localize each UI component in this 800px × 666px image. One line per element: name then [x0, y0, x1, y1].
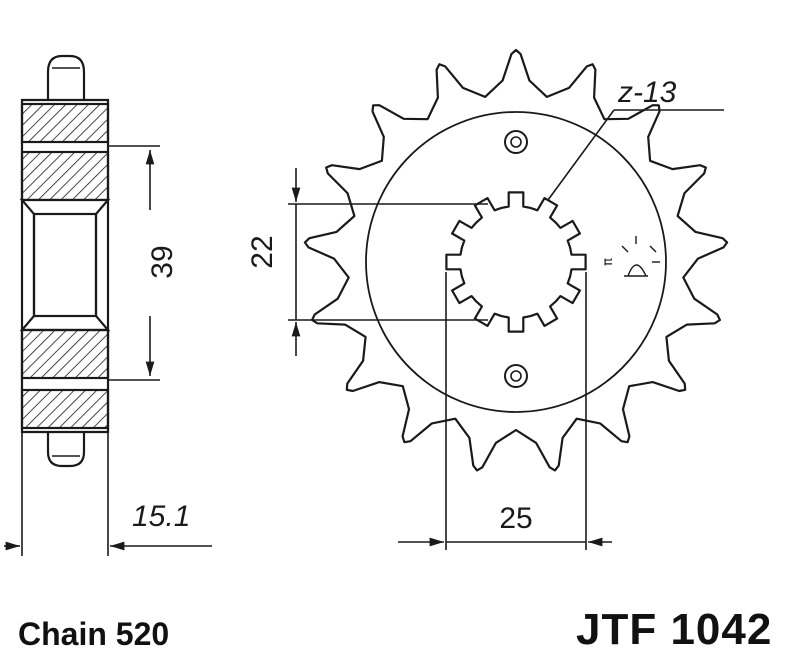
surface-symbol-label: π — [601, 258, 616, 266]
sprocket-front-view: π — [303, 48, 729, 472]
spline-diameter-dimension — [398, 272, 612, 550]
width-dimension — [4, 432, 212, 556]
teeth-count-leader — [547, 109, 724, 201]
top-hatched-section — [20, 102, 110, 144]
bottom-hatched-section — [20, 388, 110, 430]
spline-diameter-label: 25 — [499, 502, 532, 535]
inner-diameter-label: 22 — [246, 235, 279, 268]
spline-bore-outline — [445, 191, 587, 333]
sprocket-tooth-outline — [303, 48, 729, 472]
sprocket-side-section-view — [19, 54, 111, 468]
upper-hatched-section — [20, 150, 110, 202]
bolt-distance-label: 39 — [146, 245, 179, 278]
bottom-tooth-profile — [46, 432, 86, 468]
inner-diameter-dimension — [288, 168, 488, 356]
part-number-label: JTF 1042 — [576, 605, 773, 654]
top-mounting-hole — [504, 130, 528, 154]
bolt-distance-dimension — [108, 145, 160, 381]
teeth-count-label: z-13 — [617, 76, 677, 109]
pitch-circle — [365, 111, 667, 413]
top-tooth-profile — [46, 54, 86, 100]
surface-finish-symbol — [621, 236, 660, 277]
lower-hatched-section — [20, 328, 110, 380]
bottom-mounting-hole — [504, 364, 528, 388]
width-label: 15.1 — [132, 500, 190, 533]
chain-size-label: Chain 520 — [18, 616, 170, 652]
